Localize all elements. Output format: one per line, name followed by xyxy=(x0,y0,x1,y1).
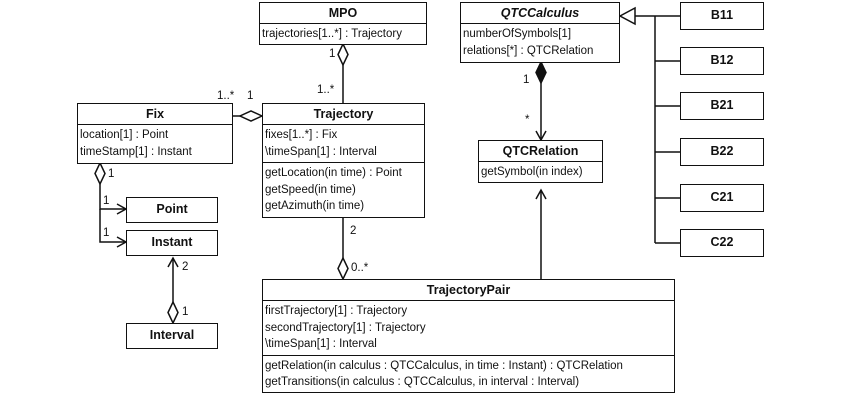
class-b12-name: B12 xyxy=(710,53,734,67)
class-point: Point xyxy=(126,197,218,223)
class-b21-name: B21 xyxy=(710,98,734,112)
class-trajectory-operations: getLocation(in time) : Point getSpeed(in… xyxy=(263,163,424,217)
class-qtc-relation-operation: getSymbol(in index) xyxy=(481,166,583,178)
class-trajectory-pair-attributes: firstTrajectory[1] : Trajectory secondTr… xyxy=(263,301,674,356)
class-trajectory-attribute: fixes[1..*] : Fix xyxy=(265,129,338,141)
class-trajectory-pair-attribute: \timeSpan[1] : Interval xyxy=(265,338,377,350)
class-qtc-calculus: QTCCalculus numberOfSymbols[1] relations… xyxy=(460,2,620,63)
class-trajectory-attribute: \timeSpan[1] : Interval xyxy=(265,145,377,158)
multiplicity-qtc-relation-end: * xyxy=(525,114,530,126)
class-trajectory-pair-attribute: secondTrajectory[1] : Trajectory xyxy=(265,321,426,334)
class-b11-name: B11 xyxy=(710,8,734,22)
class-trajectory-pair-operation: getTransitions(in calculus : QTCCalculus… xyxy=(265,376,580,388)
multiplicity-fix-end: 1..* xyxy=(217,90,235,102)
class-trajectory-pair-attribute: firstTrajectory[1] : Trajectory xyxy=(265,305,408,317)
class-mpo-attributes: trajectories[1..*] : Trajectory xyxy=(260,24,426,45)
class-b11: B11 xyxy=(680,2,764,30)
generalization-triangle xyxy=(618,6,636,26)
class-trajectory-pair-name: TrajectoryPair xyxy=(263,280,674,301)
fix-aggregation-diamond-bottom xyxy=(94,161,106,186)
class-instant-name: Instant xyxy=(151,235,193,249)
multiplicity-trajectory-from-fix: 1 xyxy=(247,90,254,102)
class-trajectory-pair-operations: getRelation(in calculus : QTCCalculus, i… xyxy=(263,356,674,393)
class-fix-attribute: location[1] : Point xyxy=(80,129,169,141)
class-point-name: Point xyxy=(156,202,188,216)
multiplicity-fix-to-instant: 1 xyxy=(108,168,115,180)
multiplicity-mpo-end: 1 xyxy=(329,48,336,60)
class-qtc-calculus-attribute: relations[*] : QTCRelation xyxy=(463,44,594,57)
class-fix-attributes: location[1] : Point timeStamp[1] : Insta… xyxy=(78,125,232,162)
class-qtc-calculus-attribute: numberOfSymbols[1] xyxy=(463,28,572,40)
class-qtc-relation-name: QTCRelation xyxy=(479,141,602,162)
class-c21: C21 xyxy=(680,184,764,212)
fix-aggregation-diamond xyxy=(238,110,264,122)
class-qtc-calculus-name: QTCCalculus xyxy=(461,3,619,24)
multiplicity-trajectory-to-pair: 2 xyxy=(350,225,357,237)
qtc-composition-diamond xyxy=(535,60,547,85)
class-trajectory-name: Trajectory xyxy=(263,104,424,125)
class-qtc-relation-operations: getSymbol(in index) xyxy=(479,162,602,183)
class-fix: Fix location[1] : Point timeStamp[1] : I… xyxy=(77,103,233,164)
class-b21: B21 xyxy=(680,92,764,120)
class-trajectory-operation: getSpeed(in time) xyxy=(265,183,356,196)
class-c22-name: C22 xyxy=(710,235,734,249)
class-b22: B22 xyxy=(680,138,764,166)
class-qtc-relation: QTCRelation getSymbol(in index) xyxy=(478,140,603,183)
multiplicity-trajectory-from-mpo: 1..* xyxy=(317,84,335,96)
multiplicity-qtc-calculus-end: 1 xyxy=(523,74,530,86)
class-c21-name: C21 xyxy=(710,190,734,204)
class-interval: Interval xyxy=(126,323,218,349)
class-trajectory: Trajectory fixes[1..*] : Fix \timeSpan[1… xyxy=(262,103,425,218)
class-instant: Instant xyxy=(126,230,218,256)
class-trajectory-pair: TrajectoryPair firstTrajectory[1] : Traj… xyxy=(262,279,675,393)
multiplicity-point-end: 1 xyxy=(103,195,110,207)
class-fix-name: Fix xyxy=(78,104,232,125)
class-trajectory-pair-operation: getRelation(in calculus : QTCCalculus, i… xyxy=(265,359,623,372)
multiplicity-instant-from-interval: 2 xyxy=(182,261,189,273)
multiplicity-interval-end: 1 xyxy=(182,306,189,318)
class-qtc-calculus-attributes: numberOfSymbols[1] relations[*] : QTCRel… xyxy=(461,24,619,61)
class-mpo-attribute: trajectories[1..*] : Trajectory xyxy=(262,28,402,40)
class-trajectory-operation: getAzimuth(in time) xyxy=(265,200,365,212)
fix-to-instant-line xyxy=(99,209,128,248)
class-fix-attribute: timeStamp[1] : Instant xyxy=(80,145,192,158)
class-trajectory-operation: getLocation(in time) : Point xyxy=(265,167,402,179)
class-interval-name: Interval xyxy=(149,328,195,342)
interval-aggregation-diamond xyxy=(167,300,179,325)
class-b12: B12 xyxy=(680,47,764,75)
class-b22-name: B22 xyxy=(710,144,734,158)
mpo-aggregation-diamond xyxy=(337,42,349,67)
multiplicity-pair-end: 0..* xyxy=(351,262,369,274)
class-mpo-name: MPO xyxy=(260,3,426,24)
class-mpo: MPO trajectories[1..*] : Trajectory xyxy=(259,2,427,45)
class-c22: C22 xyxy=(680,229,764,257)
multiplicity-instant-end: 1 xyxy=(103,227,110,239)
pair-aggregation-diamond xyxy=(337,256,349,281)
class-trajectory-attributes: fixes[1..*] : Fix \timeSpan[1] : Interva… xyxy=(263,125,424,163)
